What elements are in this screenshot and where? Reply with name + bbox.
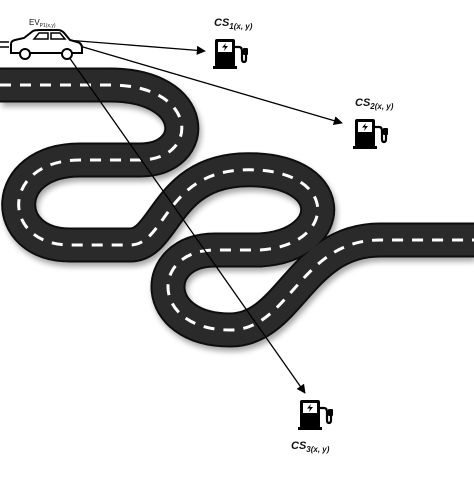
charging-pump-icon [296,398,335,432]
winding-road [0,67,474,348]
charging-pump-icon [211,37,250,71]
arrow-ev-to-cs3 [63,49,306,394]
cs1-label: CS1(x, y) [214,17,253,31]
charging-pump-icon [351,117,390,151]
link-arrows [63,39,343,394]
ev-label: EVP1(x,y) [29,18,56,29]
car-icon [0,29,83,60]
cs2-label: CS2(x, y) [355,97,394,111]
arrow-ev-to-cs2 [65,41,343,126]
arrow-ev-to-cs1 [65,39,206,55]
cs3-label: CS3(x, y) [291,440,330,454]
